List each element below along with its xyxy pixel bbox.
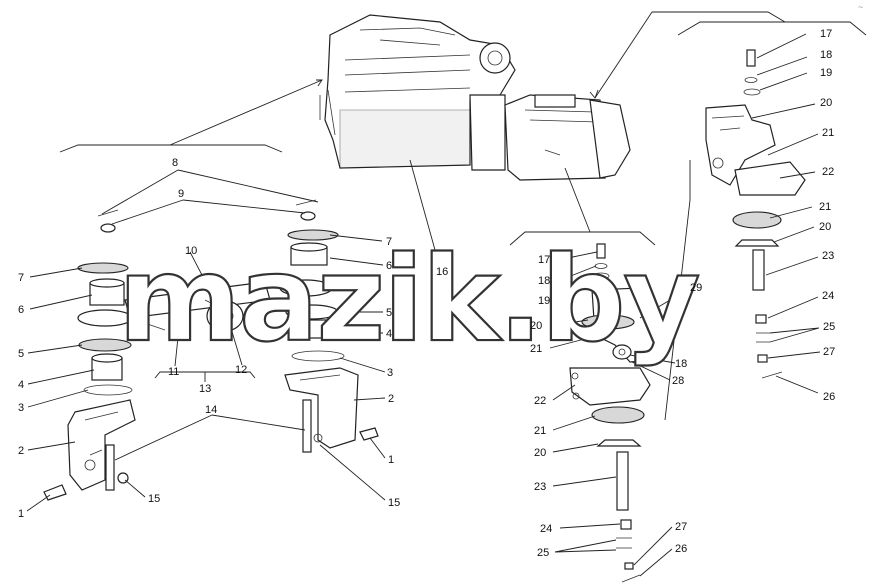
callout-20: 20: [530, 320, 542, 332]
callout-21: 21: [819, 201, 831, 213]
callout-22: 22: [822, 166, 834, 178]
callout-27: 27: [675, 521, 687, 533]
callout-21: 21: [530, 343, 542, 355]
callout-6: 6: [386, 260, 392, 272]
corner-mark: ~: [858, 2, 863, 12]
section-bracket-left: [59, 79, 323, 153]
callout-15: 15: [388, 497, 400, 509]
leader-lines: [26, 33, 821, 577]
callout-17: 17: [538, 254, 550, 266]
callout-26: 26: [823, 391, 835, 403]
callout-6: 6: [18, 304, 24, 316]
callout-5: 5: [386, 307, 392, 319]
callout-14: 14: [205, 404, 217, 416]
callout-27: 27: [823, 346, 835, 358]
callout-9: 9: [178, 188, 184, 200]
left-mount-stack: [43, 209, 136, 501]
callout-2: 2: [388, 393, 394, 405]
callout-5: 5: [18, 348, 24, 360]
callout-17: 17: [820, 28, 832, 40]
callout-24: 24: [822, 290, 834, 302]
callout-19: 19: [538, 295, 550, 307]
callout-4: 4: [18, 379, 24, 391]
callout-20: 20: [819, 221, 831, 233]
callout-8: 8: [172, 157, 178, 169]
callout-23: 23: [822, 250, 834, 262]
callout-4: 4: [386, 328, 392, 340]
callout-18: 18: [820, 49, 832, 61]
callout-labels: 17 18 19 20 21 22 21 20 23 24 25 27 26 8…: [18, 28, 835, 559]
callout-20: 20: [534, 447, 546, 459]
callout-29: 29: [690, 282, 702, 294]
callout-3: 3: [387, 367, 393, 379]
callout-24: 24: [540, 523, 552, 535]
right-top-mount-stack: [705, 49, 806, 379]
middle-mount-stack: [279, 199, 379, 453]
callout-20: 20: [820, 97, 832, 109]
section-bracket-middle: [509, 167, 656, 246]
section-bracket-right: [589, 11, 867, 99]
callout-28: 28: [672, 375, 684, 387]
callout-22: 22: [534, 395, 546, 407]
callout-21: 21: [534, 425, 546, 437]
callout-3: 3: [18, 402, 24, 414]
callout-15: 15: [148, 493, 160, 505]
callout-18: 18: [538, 275, 550, 287]
callout-21: 21: [822, 127, 834, 139]
callout-26: 26: [675, 543, 687, 555]
callout-10: 10: [185, 245, 197, 257]
callout-1: 1: [18, 508, 24, 520]
callout-2: 2: [18, 445, 24, 457]
torque-rod: [124, 281, 271, 332]
callout-19: 19: [820, 67, 832, 79]
callout-13: 13: [199, 383, 211, 395]
callout-25: 25: [537, 547, 549, 559]
callout-7: 7: [386, 236, 392, 248]
watermark-text: mazik.by: [118, 230, 698, 368]
callout-16: 16: [436, 266, 448, 278]
engine-assembly: [319, 14, 631, 181]
callout-23: 23: [534, 481, 546, 493]
callout-1: 1: [388, 454, 394, 466]
callout-12: 12: [235, 364, 247, 376]
callout-18: 18: [675, 358, 687, 370]
callout-11: 11: [168, 366, 179, 378]
callout-25: 25: [823, 321, 835, 333]
callout-7: 7: [18, 272, 24, 284]
right-bottom-mount-stack: [569, 243, 661, 583]
